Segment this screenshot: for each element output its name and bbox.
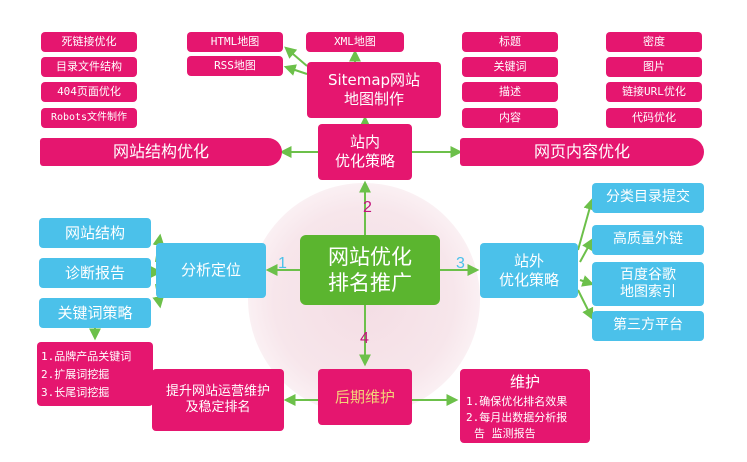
keyword-list-item-1: 2.扩展词挖掘 <box>41 368 110 381</box>
keyword-strategy-list: 1.品牌产品关键词 2.扩展词挖掘 3.长尾词挖掘 <box>37 342 153 406</box>
analysis-item-0: 网站结构 <box>39 218 151 248</box>
ops-line1: 提升网站运营维护 <box>165 383 270 399</box>
sitemap-line2: 地图制作 <box>343 90 404 108</box>
arrow-offsite-directory <box>577 197 596 251</box>
analysis-item-2: 关键词策略 <box>39 298 151 328</box>
structure-item-0: 死链接优化 <box>41 32 137 52</box>
keyword-list-item-2: 3.长尾词挖掘 <box>41 386 110 399</box>
onsite-line1: 站内 <box>349 133 380 152</box>
step-number-2: 2 <box>363 199 372 216</box>
offsite-item-2-line2: 地图索引 <box>620 284 676 300</box>
offsite-line1: 站外 <box>513 251 544 270</box>
maintain-node: 维护 1.确保优化排名效果 2.每月出数据分析报 告 监测报告 <box>460 369 590 443</box>
offsite-item-3: 第三方平台 <box>592 311 704 341</box>
maintain-title: 维护 <box>509 373 540 391</box>
analysis-item-1: 诊断报告 <box>39 258 151 288</box>
offsite-line2: 优化策略 <box>498 270 559 289</box>
content-title-bar: 网页内容优化 <box>460 138 704 166</box>
center-node: 网站优化 排名推广 <box>300 235 440 305</box>
content-right-0: 密度 <box>606 32 702 52</box>
sitemap-node: Sitemap网站 地图制作 <box>307 62 441 118</box>
structure-item-1: 目录文件结构 <box>41 57 137 77</box>
offsite-strategy-node: 站外 优化策略 <box>480 243 578 298</box>
offsite-item-2: 百度谷歌 地图索引 <box>592 262 704 306</box>
xml-map-tag: XML地图 <box>306 32 404 52</box>
onsite-line2: 优化策略 <box>334 152 395 170</box>
html-map-tag: HTML地图 <box>187 32 283 52</box>
ops-stability-node: 提升网站运营维护 及稳定排名 <box>152 369 284 431</box>
content-left-1: 关键词 <box>462 57 558 77</box>
maintain-line1: 1.确保优化排名效果 <box>466 394 568 408</box>
offsite-item-0: 分类目录提交 <box>592 183 704 213</box>
later-maintenance-node: 后期维护 <box>318 369 412 425</box>
arrow-offsite-third <box>577 289 594 321</box>
ops-line2: 及稳定排名 <box>185 400 251 415</box>
offsite-item-1: 高质量外链 <box>592 225 704 255</box>
structure-item-2: 404页面优化 <box>41 82 137 102</box>
maintain-line2: 2.每月出数据分析报 <box>466 410 568 424</box>
content-left-3: 内容 <box>462 108 558 128</box>
sitemap-line1: Sitemap网站 <box>327 71 421 90</box>
step-number-3: 3 <box>456 255 465 272</box>
rss-map-tag: RSS地图 <box>187 56 283 76</box>
center-line2: 排名推广 <box>328 271 412 295</box>
center-line1: 网站优化 <box>328 244 412 269</box>
arrow-sitemap-rss <box>283 64 308 76</box>
step-number-4: 4 <box>360 330 369 347</box>
step-number-1: 1 <box>278 255 287 272</box>
onsite-strategy-node: 站内 优化策略 <box>318 124 412 180</box>
arrow-sitemap-html <box>284 46 308 67</box>
content-left-2: 描述 <box>462 82 558 102</box>
content-right-2: 链接URL优化 <box>606 82 702 102</box>
arrow-offsite-sitemap <box>579 275 595 287</box>
content-right-1: 图片 <box>606 57 702 77</box>
structure-item-3: Robots文件制作 <box>41 108 137 128</box>
offsite-item-2-line1: 百度谷歌 <box>620 266 676 283</box>
maintain-line3: 告 监测报告 <box>474 426 536 440</box>
arrow-offsite-links <box>579 237 594 263</box>
structure-title-bar: 网站结构优化 <box>40 138 282 166</box>
content-left-0: 标题 <box>462 32 558 52</box>
analysis-node: 分析定位 <box>156 243 266 298</box>
content-right-3: 代码优化 <box>606 108 702 128</box>
keyword-list-item-0: 1.品牌产品关键词 <box>41 350 132 363</box>
